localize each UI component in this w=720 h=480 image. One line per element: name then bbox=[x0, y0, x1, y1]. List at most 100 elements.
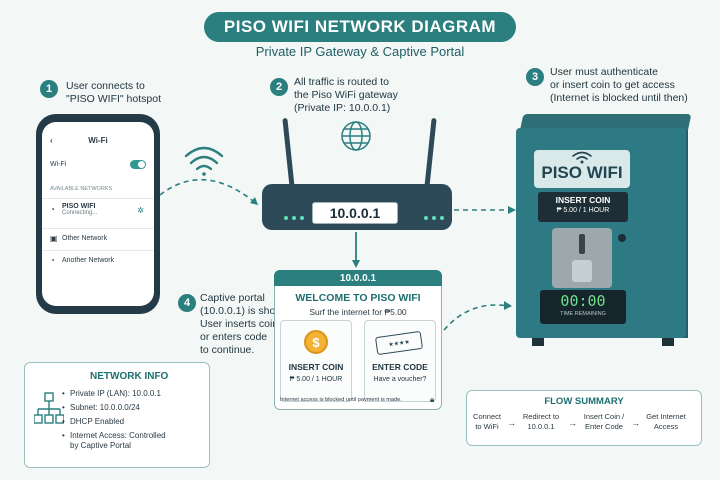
router-ip-display: 10.0.0.1 bbox=[312, 202, 398, 224]
padlock-icon: 🔒︎ bbox=[430, 395, 435, 404]
kiosk-wifi-icon bbox=[572, 151, 592, 164]
coin-return-lever[interactable] bbox=[572, 260, 592, 282]
step-1-text: User connects to "PISO WIFI" hotspot bbox=[66, 80, 161, 106]
diagram-title: PISO WIFI NETWORK DIAGRAM bbox=[204, 12, 516, 42]
network-topology-icon bbox=[34, 392, 64, 424]
step-1-line-1: User connects to bbox=[66, 80, 145, 92]
step-4-text: Captive portal (10.0.0.1) is shown. User… bbox=[200, 292, 292, 357]
flow-step-line: Insert Coin / bbox=[583, 412, 625, 421]
network-info-panel bbox=[24, 362, 210, 468]
coin-slot-opening bbox=[579, 234, 585, 254]
flow-step-line: Enter Code bbox=[585, 422, 623, 431]
coin-slot[interactable] bbox=[552, 228, 612, 288]
flow-arrow-icon: → bbox=[568, 418, 577, 428]
network-info-item: DHCP Enabled bbox=[62, 416, 124, 427]
network-name: Other Network bbox=[62, 235, 108, 242]
kiosk-sign-text: PISO WIFI bbox=[541, 163, 623, 182]
flow-step-redirect: Redirect to 10.0.0.1 bbox=[516, 412, 566, 432]
portal-to-kiosk-arrowhead bbox=[504, 301, 512, 310]
router-led bbox=[292, 216, 296, 220]
network-item-another[interactable]: ◔ Another Network bbox=[42, 250, 154, 270]
router-led bbox=[432, 216, 436, 220]
step-2-line-3: (Private IP: 10.0.0.1) bbox=[294, 102, 391, 114]
wifi-toggle-switch[interactable] bbox=[130, 159, 146, 169]
loading-spinner-icon: ✲ bbox=[137, 206, 144, 215]
step-4-line-4: or enters code bbox=[200, 331, 268, 343]
flow-step-connect: Connect to WiFi bbox=[468, 412, 506, 432]
portal-title: WELCOME TO PISO WIFI bbox=[295, 292, 421, 304]
enter-code-option[interactable] bbox=[364, 320, 436, 402]
flow-step-line: Connect bbox=[473, 412, 501, 421]
step-2-text: All traffic is routed to the Piso WiFi g… bbox=[294, 76, 398, 115]
portal-header: 10.0.0.1 bbox=[274, 270, 442, 286]
available-networks-heading: AVAILABLE NETWORKS bbox=[50, 186, 113, 192]
router-to-portal-arrowhead bbox=[352, 260, 360, 268]
step-4-line-5: to continue. bbox=[200, 344, 255, 356]
network-name: PISO WIFI bbox=[62, 203, 96, 210]
step-2-line-1: All traffic is routed to bbox=[294, 76, 389, 88]
coin-icon: $ bbox=[304, 330, 328, 354]
step-3-text: User must authenticate or insert coin to… bbox=[550, 66, 688, 105]
kiosk-foot-left bbox=[532, 338, 544, 346]
step-4-badge: 4 bbox=[178, 294, 196, 312]
wifi-toggle-row: Wi-Fi bbox=[42, 156, 154, 172]
kiosk-lock-icon bbox=[618, 234, 626, 242]
network-info-item: Internet Access: Controlled bbox=[62, 430, 166, 441]
flow-step-line: Access bbox=[653, 422, 679, 431]
portal-to-kiosk-arrow bbox=[443, 304, 509, 331]
lock-icon: ▣ bbox=[50, 234, 58, 243]
network-info-item-continued: by Captive Portal bbox=[70, 441, 131, 450]
router-led bbox=[300, 216, 304, 220]
flow-step-access: Get Internet Access bbox=[638, 412, 694, 432]
step-4-line-1: Captive portal bbox=[200, 292, 265, 304]
router-led bbox=[284, 216, 288, 220]
network-info-item: Subnet: 10.0.0.0/24 bbox=[62, 402, 140, 413]
insert-coin-rate: ₱ 5.00 / 1 HOUR bbox=[289, 376, 343, 383]
wifi-network-icon: ◔ bbox=[50, 256, 55, 265]
flow-arrow-icon: → bbox=[507, 418, 516, 428]
wifi-signal-icon bbox=[184, 146, 224, 176]
kiosk-foot-right bbox=[662, 338, 674, 346]
flow-arrow-icon: → bbox=[631, 418, 640, 428]
kiosk-panel-title: INSERT COIN bbox=[555, 195, 611, 205]
kiosk-coin-panel: INSERT COIN ₱ 5.00 / 1 HOUR bbox=[538, 192, 628, 222]
router-led bbox=[424, 216, 428, 220]
back-chevron-icon[interactable]: ‹ bbox=[50, 136, 53, 145]
phone-header: ‹ Wi-Fi bbox=[42, 136, 154, 145]
step-1-line-2: "PISO WIFI" hotspot bbox=[66, 93, 161, 105]
flow-summary-panel bbox=[466, 390, 702, 446]
phone-header-title: Wi-Fi bbox=[88, 136, 108, 145]
kiosk-panel-rate: ₱ 5.00 / 1 HOUR bbox=[556, 207, 610, 214]
phone-to-router-arrow bbox=[159, 178, 259, 206]
step-4-line-3: User inserts coin bbox=[200, 318, 279, 330]
step-1-badge: 1 bbox=[40, 80, 58, 98]
network-item-other[interactable]: ▣ Other Network bbox=[42, 228, 154, 248]
step-4-line-2: (10.0.0.1) is shown. bbox=[200, 305, 292, 317]
flow-step-line: Get Internet bbox=[646, 412, 686, 421]
step-3-line-3: (Internet is blocked until then) bbox=[550, 92, 688, 104]
kiosk-timer-display: 00:00 TIME REMAINING bbox=[540, 290, 626, 324]
flow-step-pay: Insert Coin / Enter Code bbox=[578, 412, 630, 432]
network-info-title: NETWORK INFO bbox=[90, 371, 169, 382]
step-3-line-1: User must authenticate bbox=[550, 66, 658, 78]
portal-tagline: Surf the internet for ₱5.00 bbox=[309, 307, 407, 317]
flow-step-line: to WiFi bbox=[475, 422, 499, 431]
network-info-item: Private IP (LAN): 10.0.0.1 bbox=[62, 388, 161, 399]
wifi-network-icon: ◔ bbox=[50, 205, 55, 214]
diagram-subtitle: Private IP Gateway & Captive Portal bbox=[255, 44, 465, 59]
step-2-line-2: the Piso WiFi gateway bbox=[294, 89, 398, 101]
flow-step-line: 10.0.0.1 bbox=[527, 422, 555, 431]
network-name: Another Network bbox=[62, 257, 115, 264]
router-to-kiosk-arrowhead bbox=[508, 206, 516, 214]
globe-icon bbox=[341, 121, 371, 151]
flow-step-line: Redirect to bbox=[522, 412, 560, 421]
step-3-badge: 3 bbox=[526, 68, 544, 86]
phone-to-router-arrowhead bbox=[250, 197, 258, 205]
wifi-toggle-label: Wi-Fi bbox=[50, 160, 67, 168]
flow-summary-title: FLOW SUMMARY bbox=[544, 396, 624, 407]
network-item-piso-wifi[interactable]: ◔ PISO WIFI Connecting... ✲ bbox=[42, 198, 154, 224]
enter-code-label: ENTER CODE bbox=[372, 362, 428, 372]
router-led bbox=[440, 216, 444, 220]
enter-code-hint: Have a voucher? bbox=[373, 376, 427, 383]
